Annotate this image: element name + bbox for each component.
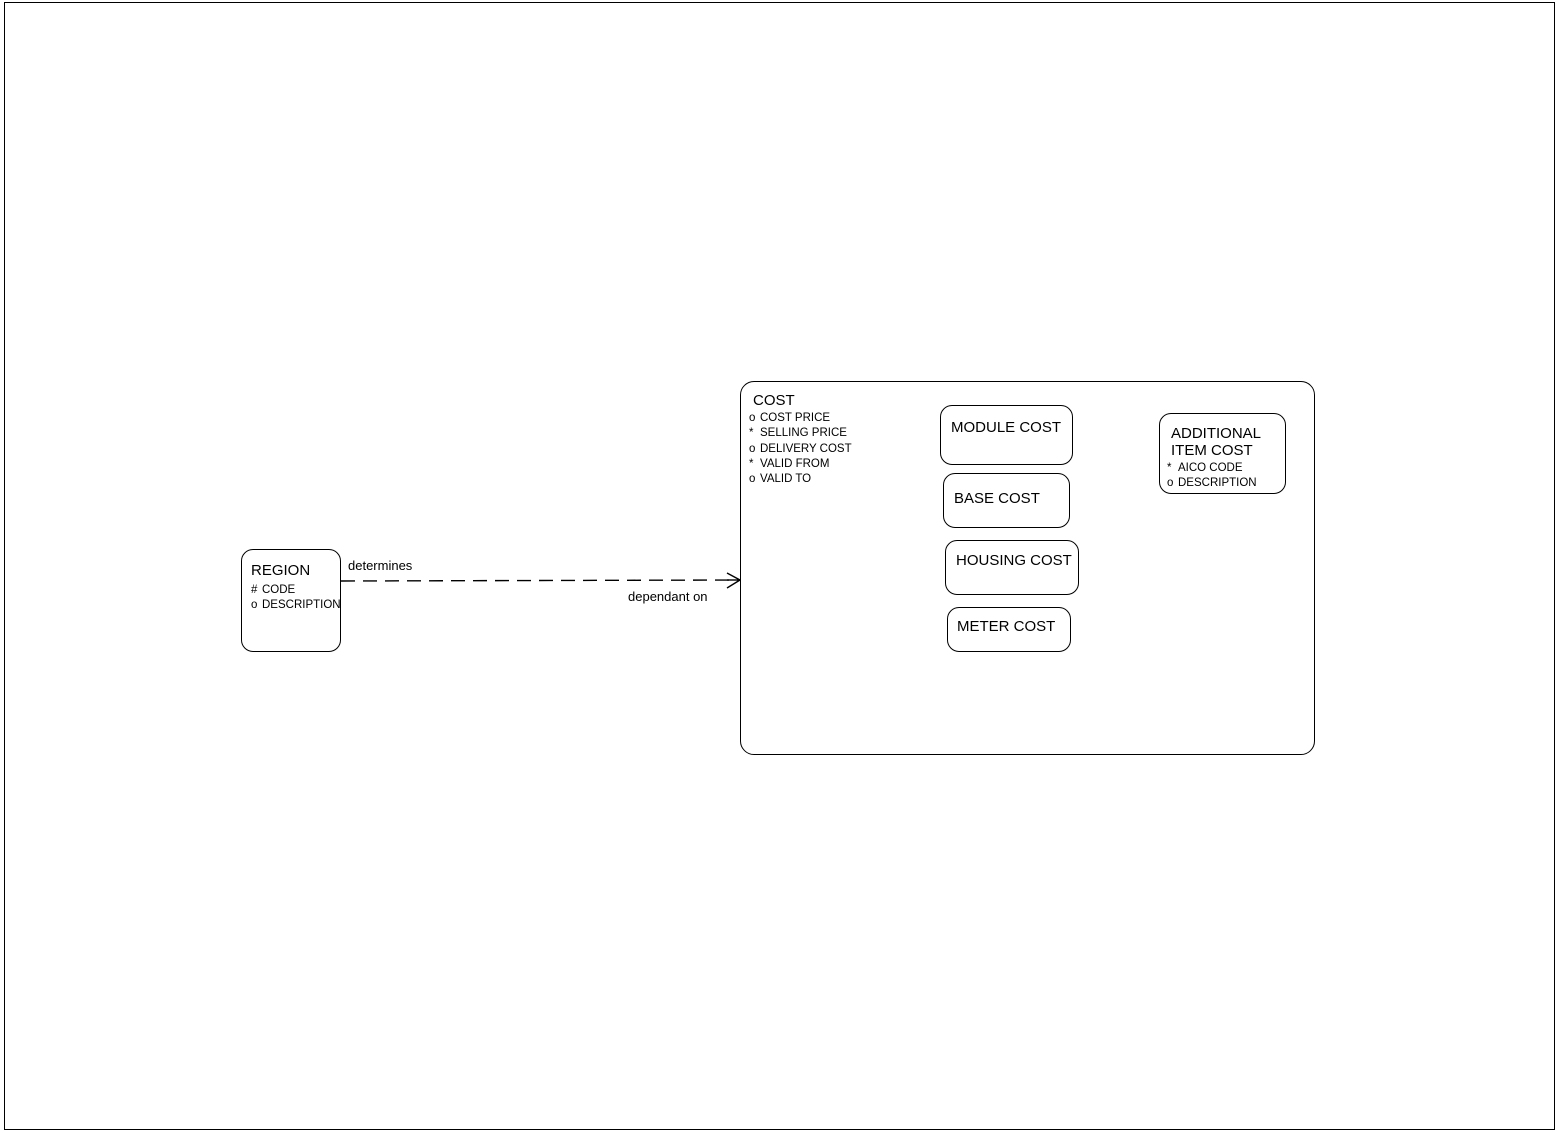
attribute-label: VALID FROM — [760, 457, 830, 470]
entity-meter-cost-label: METER COST — [957, 618, 1056, 635]
relationship-label-dependant-on: dependant on — [628, 589, 708, 604]
attribute-row: o VALID TO — [749, 472, 852, 487]
entity-base-cost[interactable] — [943, 473, 1070, 528]
entity-cost[interactable] — [740, 381, 1315, 755]
title-line-2: ITEM COST — [1171, 442, 1253, 459]
attribute-marker: o — [749, 442, 756, 455]
attribute-marker: o — [749, 412, 756, 424]
attribute-marker: # — [251, 584, 258, 596]
attribute-marker: * — [749, 457, 754, 470]
attribute-row: o COST PRICE — [749, 411, 852, 426]
attribute-row: * AICO CODE — [1167, 461, 1257, 476]
attribute-row: * SELLING PRICE — [749, 426, 852, 441]
attribute-marker: o — [251, 599, 258, 612]
entity-additional-item-cost-attributes: * AICO CODE o DESCRIPTION — [1167, 461, 1257, 492]
entity-module-cost[interactable] — [940, 405, 1073, 465]
entity-cost-title: COST — [753, 392, 795, 409]
attribute-row: # CODE — [251, 583, 341, 598]
relationship-label-determines: determines — [348, 558, 413, 573]
entity-base-cost-label: BASE COST — [954, 490, 1040, 507]
attribute-row: * VALID FROM — [749, 457, 852, 472]
attribute-label: DELIVERY COST — [760, 442, 852, 455]
attribute-label: DESCRIPTION — [1178, 477, 1257, 490]
attribute-label: DESCRIPTION — [262, 599, 341, 612]
entity-housing-cost-label: HOUSING COST — [956, 552, 1072, 569]
attribute-marker: o — [749, 473, 756, 486]
entity-module-cost-label: MODULE COST — [951, 419, 1062, 436]
title-line-1: ADDITIONAL — [1171, 425, 1262, 442]
entity-additional-item-cost[interactable] — [1159, 413, 1286, 494]
attribute-label: CODE — [262, 584, 296, 596]
entity-meter-cost[interactable] — [947, 607, 1071, 652]
attribute-marker: * — [749, 427, 754, 440]
relationship-line — [340, 579, 741, 582]
attribute-marker: * — [1167, 462, 1172, 474]
crows-foot-prong-lower — [726, 579, 741, 589]
attribute-row: o DELIVERY COST — [749, 442, 852, 457]
entity-region[interactable] — [241, 549, 341, 652]
attribute-marker: o — [1167, 477, 1174, 490]
relationship-region-cost[interactable] — [330, 560, 750, 605]
entity-housing-cost[interactable] — [945, 540, 1079, 595]
entity-additional-item-cost-title: ADDITIONAL ITEM COST — [1171, 425, 1261, 459]
attribute-label: VALID TO — [760, 473, 812, 486]
attribute-row: o DESCRIPTION — [1167, 476, 1257, 491]
page-border — [4, 2, 1555, 1130]
attribute-label: COST PRICE — [760, 412, 831, 424]
attribute-label: SELLING PRICE — [760, 427, 847, 440]
crows-foot-prong-upper — [726, 572, 741, 581]
attribute-row: o DESCRIPTION — [251, 598, 341, 613]
entity-region-title: REGION — [251, 562, 311, 579]
attribute-label: AICO CODE — [1178, 462, 1243, 474]
entity-region-attributes: # CODE o DESCRIPTION — [251, 583, 341, 614]
